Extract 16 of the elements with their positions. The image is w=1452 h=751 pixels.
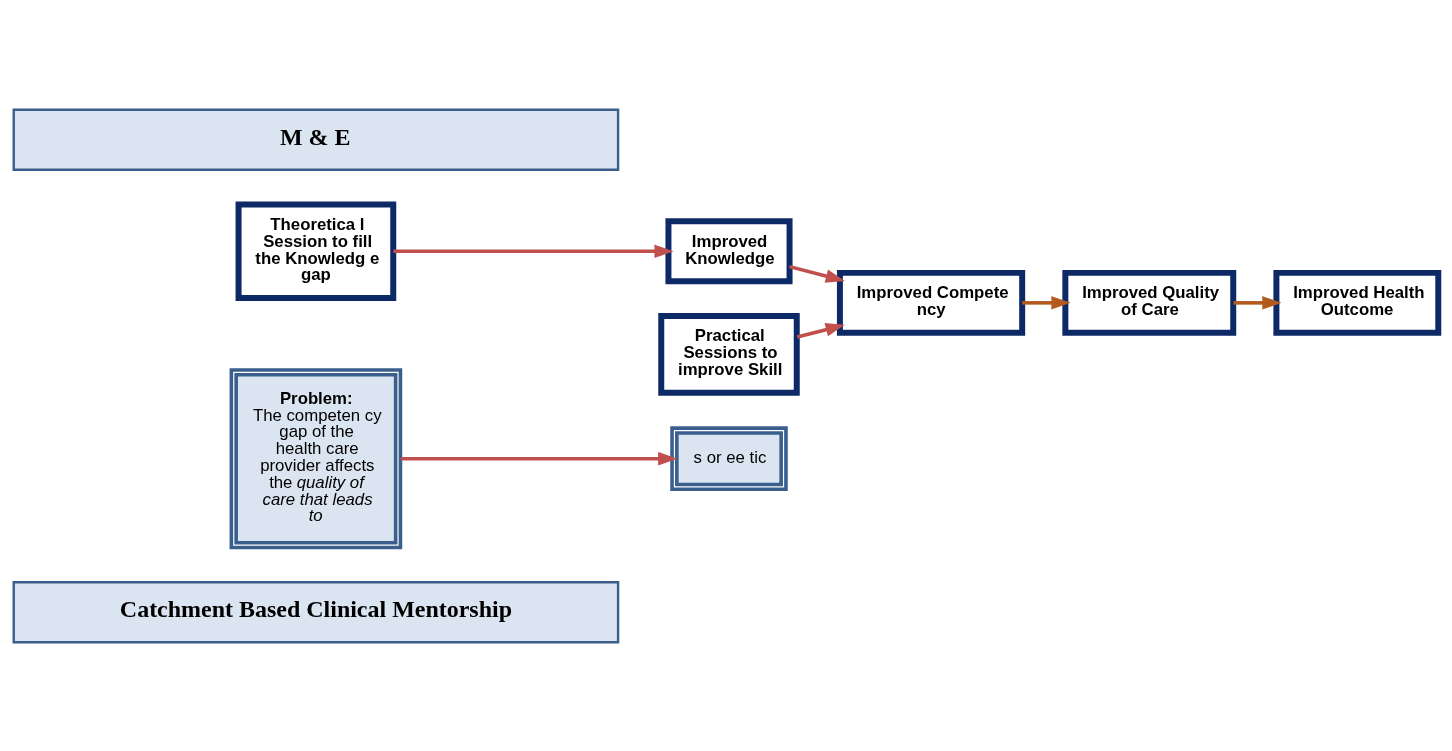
node-box: Problem: The competen cy gap of the health care provider affects the quality of care that leads to <box>229 367 403 549</box>
node-box: M & E <box>12 108 620 171</box>
node-box: Improved Compete ncy <box>836 269 1026 336</box>
node-box: s or ee tic <box>670 425 788 491</box>
arrow <box>796 322 845 339</box>
node-box: Improved Knowledge <box>665 217 793 284</box>
node-box: Catchment Based Clinical Mentorship <box>12 580 620 643</box>
node-box: Improved Health Outcome <box>1273 269 1442 336</box>
arrow <box>400 451 678 465</box>
node-box: Theoretica l Session to fill the Knowledg e gap <box>235 201 397 301</box>
arrow <box>789 264 845 283</box>
arrow <box>393 244 674 258</box>
arrow <box>1022 295 1071 310</box>
node-box: Practical Sessions to improve Skill <box>658 312 800 396</box>
arrow <box>1233 295 1282 310</box>
node-box: Improved Quality of Care <box>1062 269 1237 336</box>
